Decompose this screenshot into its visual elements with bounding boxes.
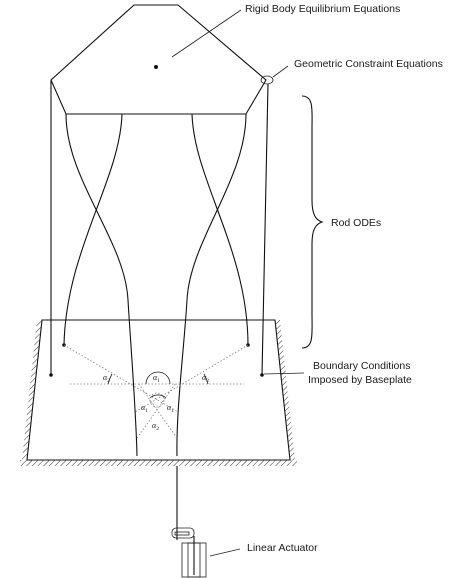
boundary-conditions-label-line2: Imposed by Baseplate: [308, 374, 412, 386]
rigid-body-leader: [171, 9, 242, 58]
outer-rods: [49, 80, 269, 377]
geometric-constraint-leader: [272, 65, 289, 78]
svg-text:α1: α1: [153, 373, 160, 384]
rod-odes-label: Rod ODEs: [331, 217, 381, 229]
rigid-body-platform: [50, 4, 267, 115]
inner-rods: [62, 113, 250, 457]
angle-construction-lines: [63, 344, 249, 439]
svg-text:α2: α2: [202, 373, 209, 384]
boundary-conditions-label-line1: Boundary Conditions: [313, 360, 410, 372]
baseplate-hatching: [20, 320, 297, 466]
angle-labels: α2 α1 α2 α1 α1 α2: [103, 373, 209, 432]
linear-actuator-label: Linear Actuator: [247, 542, 318, 554]
boundary-conditions-leader: [263, 372, 305, 375]
linear-actuator: [171, 466, 207, 578]
svg-text:α2: α2: [103, 373, 110, 384]
baseplate: [26, 319, 291, 461]
rigid-body-center-point: [154, 65, 158, 69]
linear-actuator-leader: [209, 548, 241, 557]
geometric-constraint-joint: [260, 75, 274, 85]
geometric-constraint-label: Geometric Constraint Equations: [294, 58, 443, 70]
rigid-body-label: Rigid Body Equilibrium Equations: [245, 3, 400, 15]
rod-odes-brace: [301, 95, 324, 349]
svg-text:α1: α1: [141, 403, 148, 414]
svg-text:α1: α1: [167, 403, 174, 414]
svg-text:α2: α2: [152, 421, 159, 432]
